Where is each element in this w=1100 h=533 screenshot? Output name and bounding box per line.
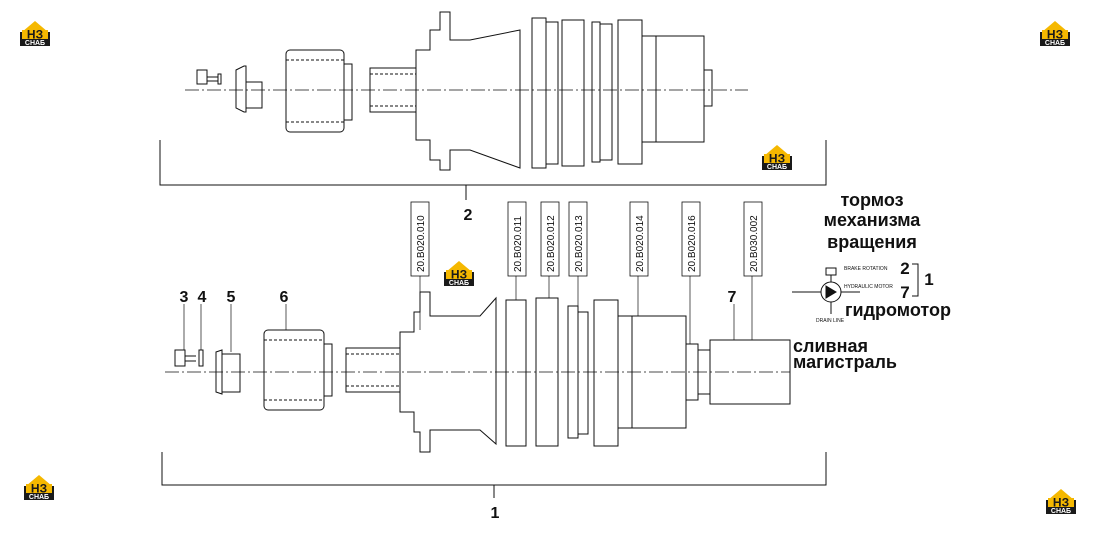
callout-7: 7 <box>728 289 737 306</box>
assembly-label-lower: 1 <box>491 505 500 522</box>
callout-4: 4 <box>198 289 207 306</box>
brake-caption-line1: тормоз <box>840 190 903 210</box>
part-number-boxes <box>410 201 763 277</box>
schematic-ref-group: 1 <box>924 270 933 289</box>
svg-text:СНАБ: СНАБ <box>449 280 469 287</box>
svg-text:НЗ: НЗ <box>27 28 43 42</box>
svg-text:СНАБ: СНАБ <box>25 40 45 47</box>
logo-top-left: НЗ СНАБ <box>20 21 50 47</box>
svg-text:НЗ: НЗ <box>1047 28 1063 42</box>
motor-caption: гидромотор <box>845 300 951 320</box>
part-number-4: 20.B020.013 <box>574 215 585 272</box>
lower-assembly-drawing <box>161 276 827 498</box>
svg-text:СНАБ: СНАБ <box>29 494 49 501</box>
svg-text:СНАБ: СНАБ <box>767 164 787 171</box>
schematic-ref-brake: 2 <box>900 259 909 278</box>
callout-5: 5 <box>227 289 236 306</box>
logo-lower-assembly: НЗ СНАБ <box>444 261 474 287</box>
part-number-5: 20.B020.014 <box>635 215 646 272</box>
part-number-7: 20.B030.002 <box>749 215 760 272</box>
brake-caption-line2: механизма <box>824 210 922 230</box>
brake-rotation-label: BRAKE ROTATION <box>844 266 888 272</box>
brake-caption-line3: вращения <box>827 232 917 252</box>
part-number-1: 20.B020.010 <box>416 215 427 272</box>
part-number-6: 20.B020.016 <box>687 215 698 272</box>
schematic-ref-motor: 7 <box>900 283 909 302</box>
logo-bottom-right: НЗ СНАБ <box>1046 489 1076 515</box>
svg-text:НЗ: НЗ <box>31 482 47 496</box>
logo-bottom-left: НЗ СНАБ <box>24 475 54 501</box>
hydraulic-motor-label: HYDRAULIC MOTOR <box>844 284 893 290</box>
drain-caption-line2: магистраль <box>793 352 897 372</box>
svg-text:НЗ: НЗ <box>1053 496 1069 510</box>
logo-top-right: НЗ СНАБ <box>1040 21 1070 47</box>
drain-caption-line1: сливная <box>793 336 868 356</box>
hydraulic-schematic <box>792 263 919 314</box>
upper-assembly-drawing <box>159 11 827 200</box>
part-number-3: 20.B020.012 <box>546 215 557 272</box>
callout-6: 6 <box>280 289 289 306</box>
callout-3: 3 <box>180 289 189 306</box>
assembly-label-upper: 2 <box>464 207 473 224</box>
part-number-2: 20.B020.011 <box>513 216 524 272</box>
logo-upper-assembly: НЗ СНАБ <box>762 145 792 171</box>
svg-text:СНАБ: СНАБ <box>1045 40 1065 47</box>
svg-text:НЗ: НЗ <box>451 268 467 282</box>
drain-line-label: DRAIN LINE <box>816 318 845 324</box>
svg-text:СНАБ: СНАБ <box>1051 508 1071 515</box>
svg-text:НЗ: НЗ <box>769 152 785 166</box>
